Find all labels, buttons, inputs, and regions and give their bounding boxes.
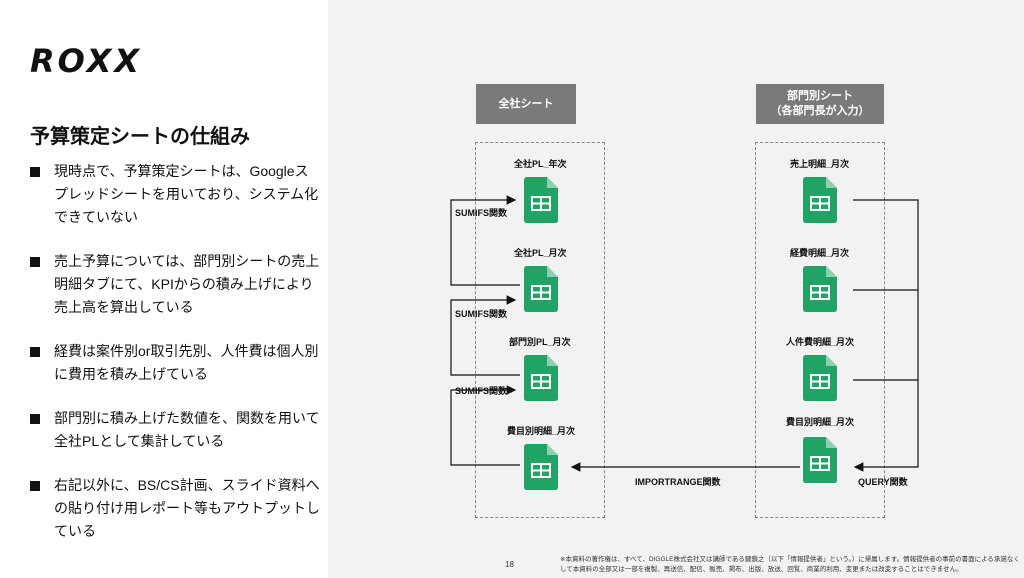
bullet-item: 右記以外に、BS/CS計画、スライド資料への貼り付け用レポート等もアウトプットし… (30, 474, 320, 543)
left-panel: ROXX 予算策定シートの仕組み 現時点で、予算策定シートは、Googleスプレ… (0, 0, 328, 578)
google-sheets-icon (803, 355, 837, 401)
google-sheets-icon (524, 266, 558, 312)
google-sheets-icon (524, 177, 558, 223)
square-bullet-icon (30, 481, 40, 491)
bullet-item: 売上予算については、部門別シートの売上明細タブにて、KPIからの積み上げにより売… (30, 250, 320, 319)
bullet-item: 経費は案件別or取引先別、人件費は個人別に費用を積み上げている (30, 340, 320, 386)
sheet-label: 全社PL_年次 (514, 159, 567, 169)
google-sheets-icon (524, 444, 558, 490)
sheet-label: 費目別明細_月次 (786, 417, 855, 427)
company-sheets-group (475, 142, 605, 518)
function-label: SUMIFS関数 (455, 309, 508, 319)
sheet-label: 売上明細_月次 (790, 159, 850, 169)
copyright-footer: ※本資料の著作権は、すべて、DIGGLE株式会社又は講師である鍵鎖之（以下「情報… (560, 556, 1020, 573)
google-sheets-icon (803, 266, 837, 312)
page-title: 予算策定シートの仕組み (30, 126, 250, 148)
page-number: 18 (505, 560, 514, 569)
company-sheet-header: 全社シート (476, 84, 576, 124)
google-sheets-icon (803, 177, 837, 223)
bullet-list: 現時点で、予算策定シートは、Googleスプレッドシートを用いており、システム化… (30, 160, 320, 564)
square-bullet-icon (30, 414, 40, 424)
department-sheet-header: 部門別シート （各部門長が入力） (756, 84, 884, 124)
square-bullet-icon (30, 257, 40, 267)
google-sheets-icon (803, 437, 837, 483)
function-label: IMPORTRANGE関数 (635, 477, 721, 487)
function-label: SUMIFS関数 (455, 386, 508, 396)
google-sheets-icon (524, 355, 558, 401)
function-label: QUERY関数 (858, 477, 908, 487)
square-bullet-icon (30, 347, 40, 357)
bullet-item: 現時点で、予算策定シートは、Googleスプレッドシートを用いており、システム化… (30, 160, 320, 229)
diagram-panel (328, 0, 1024, 578)
sheet-label: 全社PL_月次 (514, 248, 567, 258)
bullet-item: 部門別に積み上げた数値を、関数を用いて全社PLとして集計している (30, 407, 320, 453)
roxx-logo: ROXX (30, 42, 143, 80)
sheet-label: 費目別明細_月次 (507, 426, 576, 436)
sheet-label: 部門別PL_月次 (509, 337, 571, 347)
square-bullet-icon (30, 167, 40, 177)
sheet-label: 人件費明細_月次 (786, 337, 855, 347)
sheet-label: 経費明細_月次 (790, 248, 850, 258)
department-sheets-group (755, 142, 885, 518)
function-label: SUMIFS関数 (455, 208, 508, 218)
